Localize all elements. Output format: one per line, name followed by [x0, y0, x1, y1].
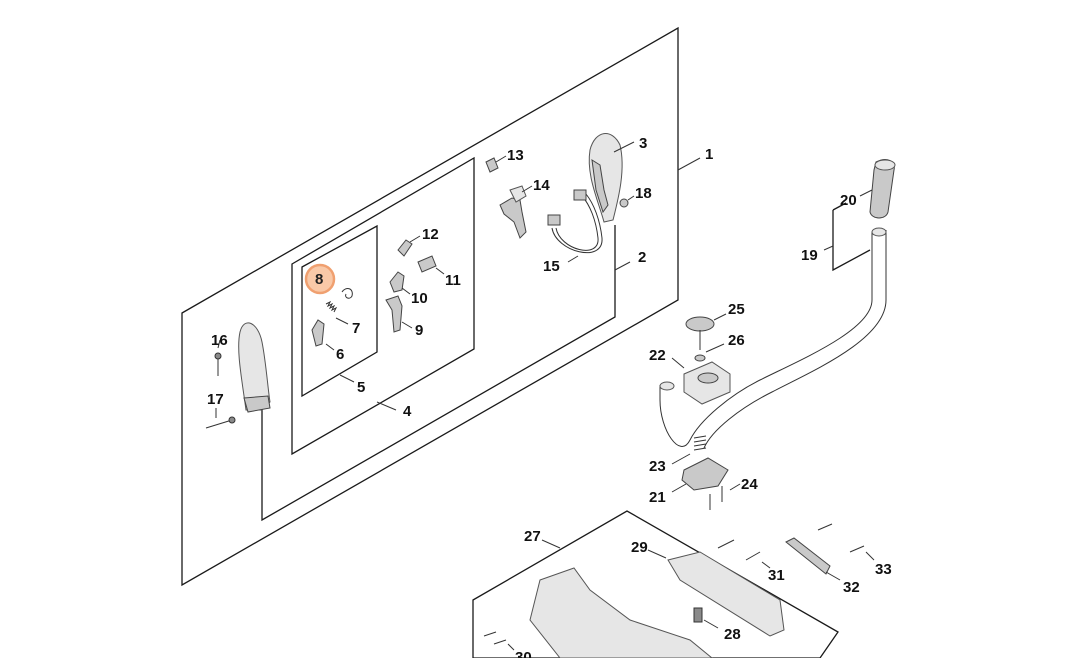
label-2[interactable]: 2	[638, 249, 646, 266]
screw-30	[483, 631, 497, 637]
handlebar-tube	[659, 232, 873, 447]
part-6	[311, 319, 325, 347]
part-28	[693, 607, 703, 623]
label-4[interactable]: 4	[403, 403, 412, 420]
label-32[interactable]: 32	[843, 579, 860, 596]
label-5[interactable]: 5	[357, 379, 365, 396]
cover-29	[667, 551, 785, 637]
part-labels: 1 2 3 4 5 6 7 8 9 10 11 12 13 14 15 16 1…	[207, 135, 892, 658]
cable-15	[547, 189, 603, 254]
bracket-part-2	[261, 225, 616, 522]
label-31[interactable]: 31	[768, 567, 785, 584]
handle-half-left	[238, 322, 271, 413]
housing-lower	[529, 567, 713, 658]
washer-26	[694, 354, 706, 362]
bracket-part-19	[832, 210, 871, 272]
screw-17	[205, 416, 236, 429]
label-1[interactable]: 1	[705, 146, 713, 163]
clamp-lower-21	[681, 457, 729, 491]
label-11[interactable]: 11	[445, 272, 461, 289]
clip-8	[341, 288, 353, 299]
part-10	[389, 271, 405, 293]
label-22[interactable]: 22	[649, 347, 666, 364]
label-19[interactable]: 19	[801, 247, 818, 264]
part-12	[397, 239, 413, 257]
screw-16	[214, 352, 222, 376]
label-27[interactable]: 27	[524, 528, 541, 545]
label-20[interactable]: 20	[840, 192, 857, 209]
screw-31	[745, 551, 761, 561]
screw-18	[619, 198, 629, 208]
label-23[interactable]: 23	[649, 458, 666, 475]
trigger-14	[499, 185, 527, 239]
label-13[interactable]: 13	[507, 147, 524, 164]
frame-part-1	[181, 26, 679, 587]
label-16[interactable]: 16	[211, 332, 228, 349]
frame-part-5	[301, 224, 378, 398]
label-7[interactable]: 7	[352, 320, 360, 337]
label-14[interactable]: 14	[533, 177, 550, 194]
part-13	[485, 157, 499, 173]
label-29[interactable]: 29	[631, 539, 648, 556]
label-26[interactable]: 26	[728, 332, 745, 349]
grip-20	[869, 159, 896, 219]
label-12[interactable]: 12	[422, 226, 439, 243]
spring-23	[693, 435, 707, 451]
label-3[interactable]: 3	[639, 135, 647, 152]
label-17[interactable]: 17	[207, 391, 224, 408]
part-9	[385, 295, 403, 333]
screw-33	[849, 545, 865, 553]
part-11	[417, 255, 437, 273]
clamp-22	[683, 361, 731, 405]
label-33[interactable]: 33	[875, 561, 892, 578]
label-30[interactable]: 30	[515, 649, 532, 658]
label-18[interactable]: 18	[635, 185, 652, 202]
label-25[interactable]: 25	[728, 301, 745, 318]
pad-32	[785, 537, 831, 575]
highlight-circle-8[interactable]	[304, 263, 336, 295]
frame-part-4	[291, 156, 475, 456]
spring-7	[325, 300, 338, 313]
label-15[interactable]: 15	[543, 258, 560, 275]
frame-part-27	[472, 510, 839, 658]
label-8[interactable]: 8	[315, 271, 323, 288]
knob-25	[685, 316, 715, 350]
handle-half-3	[588, 133, 623, 223]
label-24[interactable]: 24	[741, 476, 758, 493]
leader-lines	[215, 141, 875, 651]
label-6[interactable]: 6	[336, 346, 344, 363]
label-28[interactable]: 28	[724, 626, 741, 643]
label-10[interactable]: 10	[411, 290, 428, 307]
label-21[interactable]: 21	[649, 489, 666, 506]
label-9[interactable]: 9	[415, 322, 423, 339]
